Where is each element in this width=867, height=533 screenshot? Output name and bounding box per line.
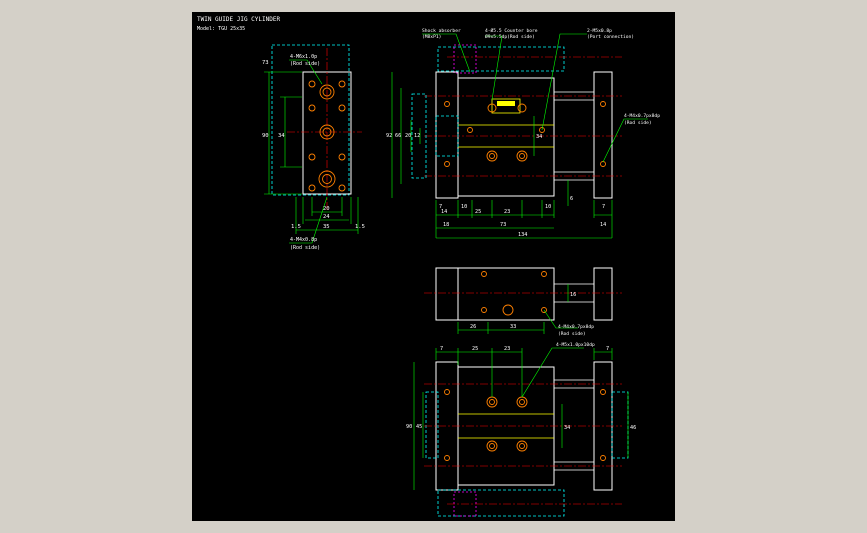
- side-dim-90: 90: [262, 133, 269, 139]
- callout-mid-tap: 4-M4x0.7px8dp: [558, 324, 594, 330]
- callout-side-top-sub: (Rod side): [290, 61, 320, 67]
- bottom-dim-25: 25: [472, 346, 478, 352]
- callout-right-tap-sub: (Rod side): [624, 120, 652, 126]
- callout-side-bottom: 4-M4x0.8p: [290, 237, 317, 243]
- top-dim-34: 34: [536, 134, 542, 140]
- bottom-dim-7-right: 7: [606, 346, 609, 352]
- top-dim-6: 6: [570, 196, 573, 202]
- callout-shock: Shock absorber: [422, 28, 461, 34]
- middle-view: 26 33 16 4-M4x0.7px8dp (Rod side): [424, 267, 622, 337]
- top-dim-14-left: 14: [441, 209, 447, 215]
- top-dim-25: 25: [475, 209, 481, 215]
- top-dim-7-left: 7: [439, 204, 442, 210]
- bottom-dim-23: 23: [504, 346, 510, 352]
- side-dim-1-5-right: 1.5: [355, 224, 365, 230]
- callout-sensor-slot: 2-M5x0.8p: [587, 28, 612, 34]
- side-dim-1-5-left: 1.5: [291, 224, 301, 230]
- callout-mid-tap-sub: (Rod side): [558, 331, 586, 337]
- side-dim-73: 73: [262, 60, 269, 66]
- cad-viewport[interactable]: TWIN GUIDE JIG CYLINDER Model: TGU 25x35: [192, 12, 675, 521]
- side-view: 73 90 34 20 24 35 1.5 1.5 4-M6x1.0p (Rod…: [262, 44, 365, 251]
- top-dim-66: 66: [395, 133, 401, 139]
- drawing-title: TWIN GUIDE JIG CYLINDER: [197, 16, 280, 23]
- bottom-dim-45: 45: [416, 424, 422, 430]
- cad-drawing: TWIN GUIDE JIG CYLINDER Model: TGU 25x35: [197, 16, 660, 517]
- callout-sensor-slot-sub: (Port connection): [587, 34, 634, 40]
- top-dim-12: 12: [414, 133, 420, 139]
- bottom-view: 7 25 23 7 90 45 34 46 4-M5x1.0px10dp: [406, 342, 636, 517]
- callout-side-bottom-sub: (Rod side): [290, 245, 320, 251]
- top-dim-23: 23: [504, 209, 510, 215]
- callout-counter-bore: 4-Ø5.5 Counter bore: [485, 27, 538, 34]
- bottom-dim-7-left: 7: [440, 346, 443, 352]
- side-dim-24: 24: [323, 214, 330, 220]
- callout-bottom-tap: 4-M5x1.0px10dp: [556, 342, 595, 348]
- top-dim-14-right: 14: [600, 222, 606, 228]
- top-dim-134: 134: [518, 232, 527, 238]
- top-dim-18: 18: [443, 222, 449, 228]
- side-dim-20: 20: [323, 206, 330, 212]
- callout-counter-bore-sub: Ø9x5.5dp(Rod side): [485, 33, 535, 40]
- callout-shock-sub: (M8xP1): [422, 34, 441, 40]
- drawing-model: Model: TGU 25x35: [197, 26, 245, 32]
- middle-dim-33: 33: [510, 324, 516, 330]
- callout-side-top: 4-M6x1.0p: [290, 54, 317, 60]
- top-view: 7 14 10 25 23 10 7 14 18 73 134 92 66 20…: [386, 27, 660, 239]
- top-dim-92: 92: [386, 133, 392, 139]
- side-dim-35: 35: [323, 224, 330, 230]
- middle-dim-26: 26: [470, 324, 476, 330]
- top-dim-10-right: 10: [545, 204, 551, 210]
- bottom-dim-34: 34: [564, 425, 570, 431]
- side-dim-34: 34: [278, 133, 285, 139]
- top-dim-73: 73: [500, 222, 506, 228]
- top-dim-20: 20: [405, 133, 411, 139]
- side-view-outline: [271, 44, 350, 196]
- top-dim-7-right: 7: [602, 204, 605, 210]
- bottom-dim-90: 90: [406, 424, 412, 430]
- bottom-dim-46: 46: [630, 425, 636, 431]
- top-dim-10-left: 10: [461, 204, 467, 210]
- middle-dim-16: 16: [570, 292, 576, 298]
- callout-right-tap: 4-M4x0.7px8dp: [624, 113, 660, 119]
